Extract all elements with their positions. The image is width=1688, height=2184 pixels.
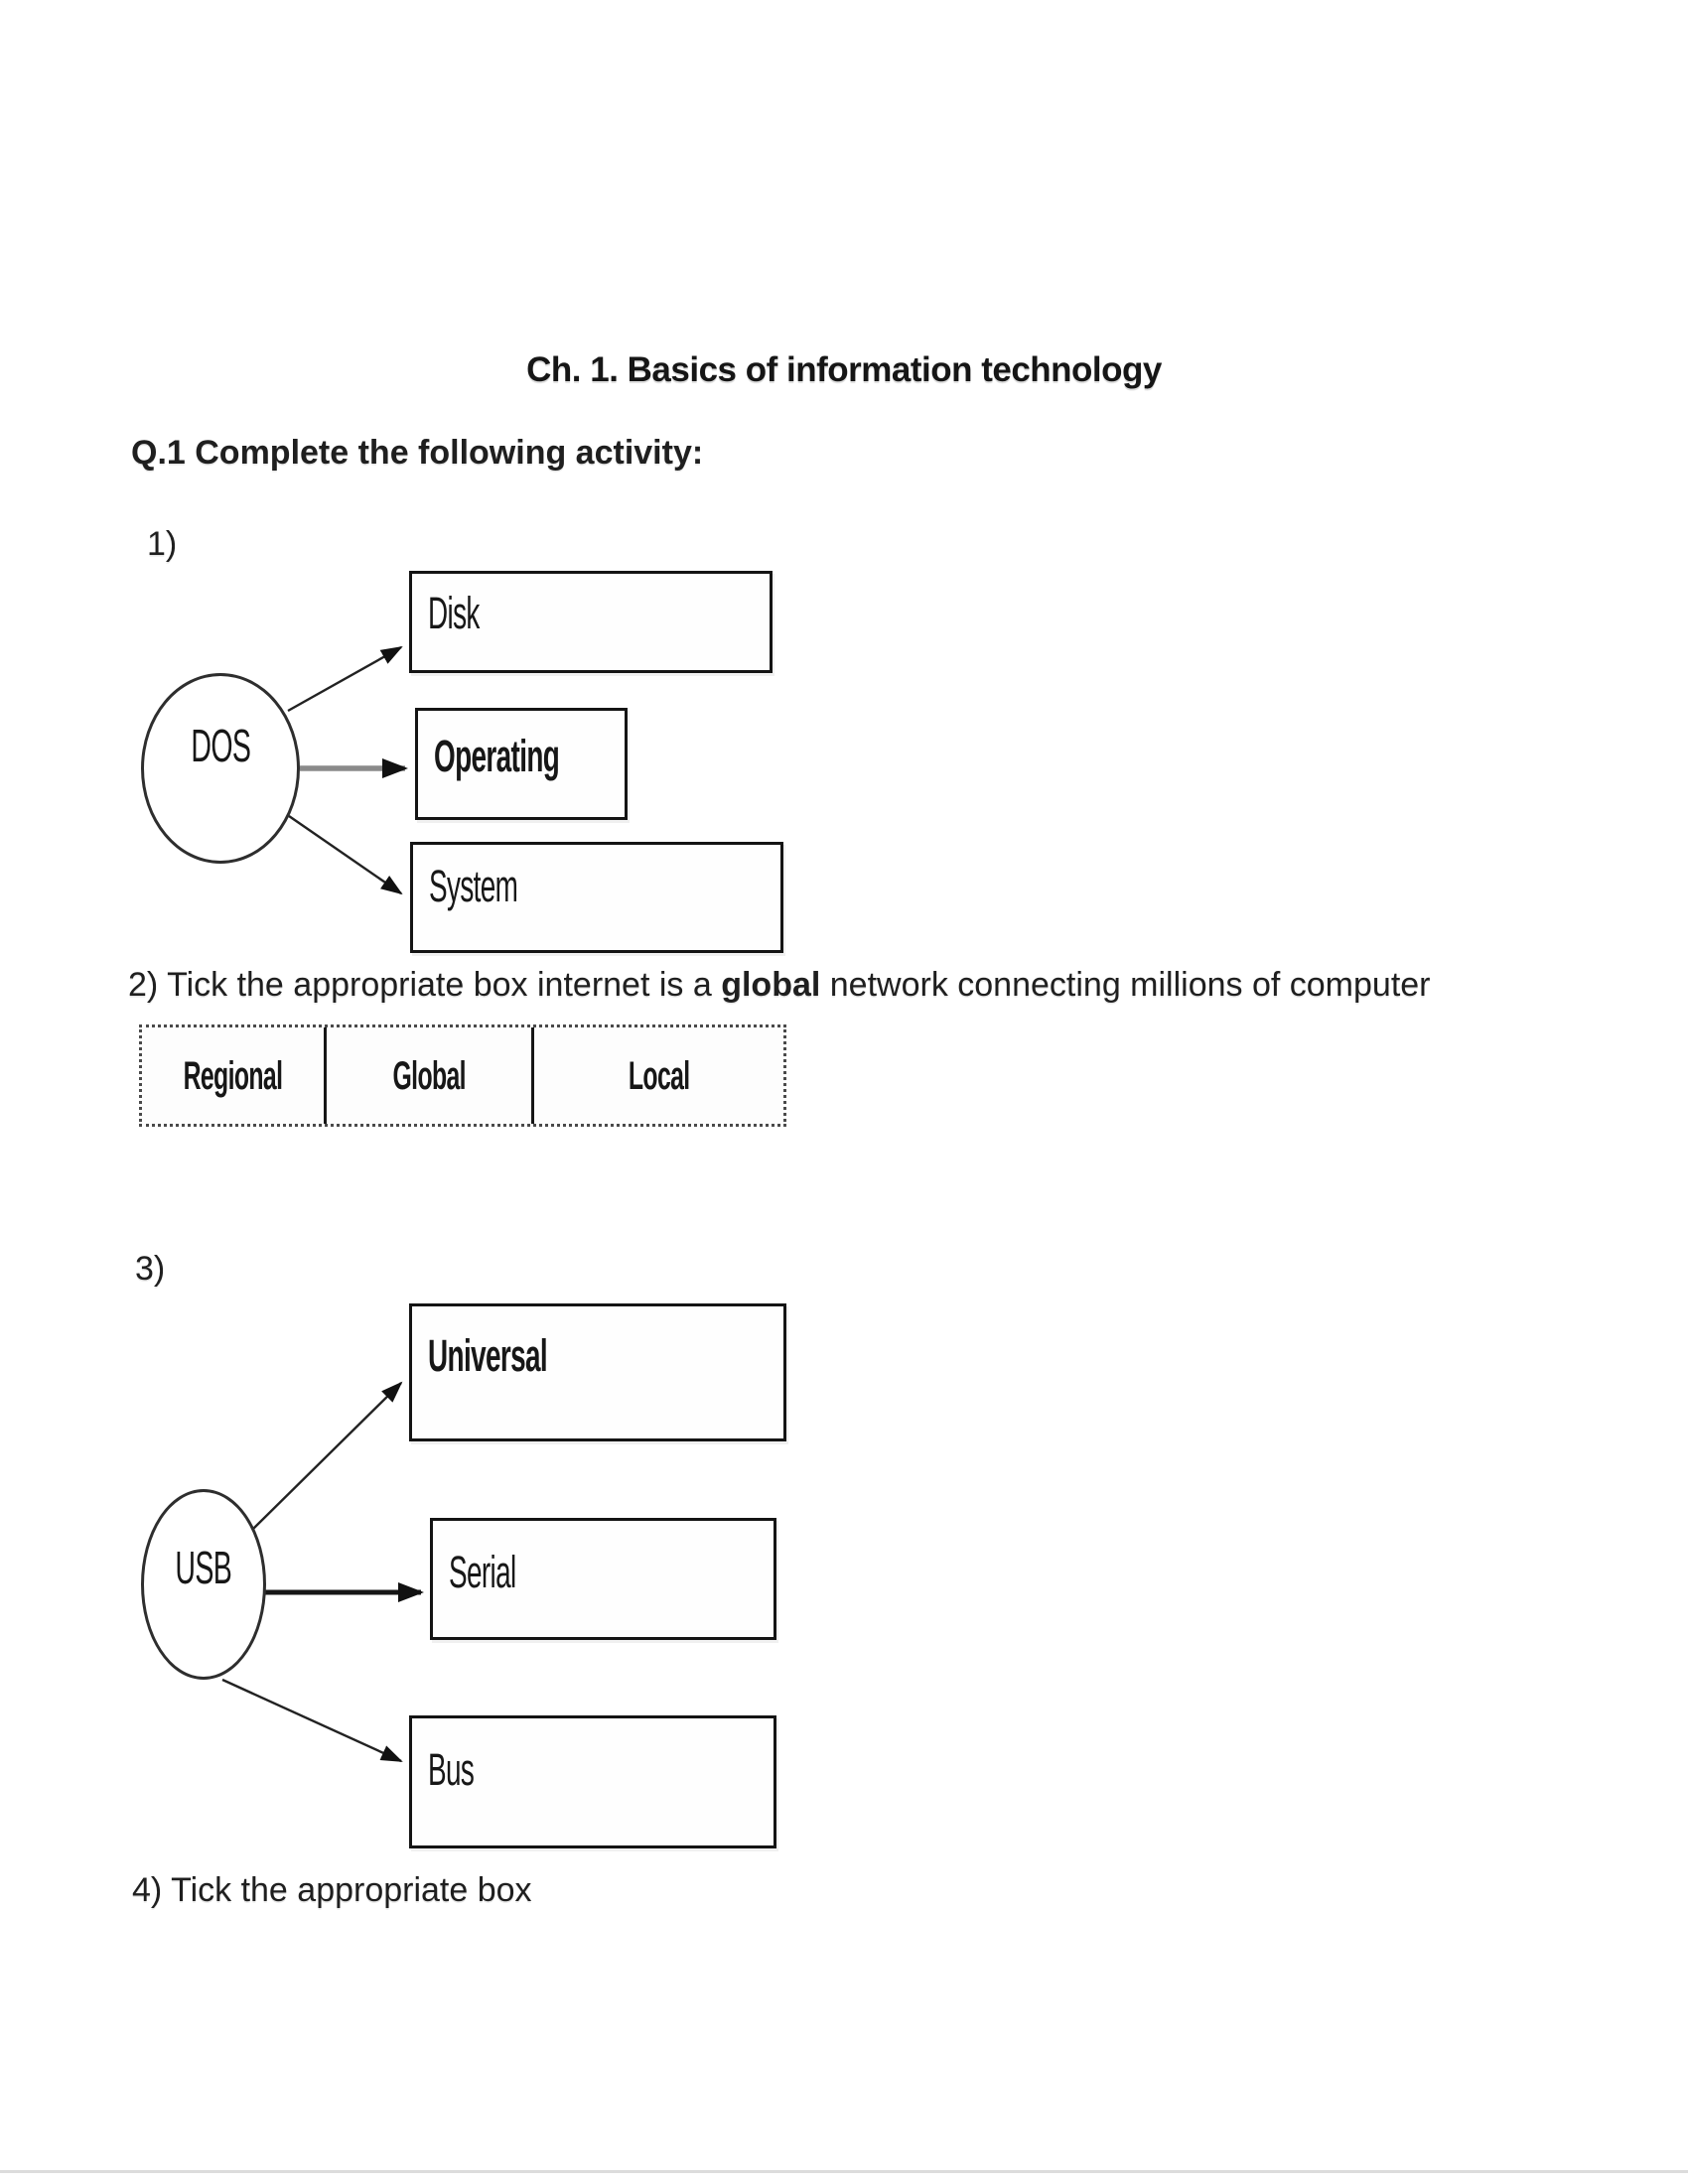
answer-box-serial[interactable]: Serial: [430, 1518, 776, 1640]
option-cell-global-label: Global: [392, 1053, 467, 1098]
arrow-usb-universal: [252, 1381, 403, 1530]
item-2-suffix: network connecting millions of computer: [820, 966, 1431, 1004]
q2-options-table: Regional Global Local: [139, 1024, 786, 1127]
q1-heading: Q.1 Complete the following activity:: [131, 434, 704, 472]
item-3-label: 3): [135, 1250, 166, 1288]
usb-ellipse: USB: [141, 1489, 266, 1680]
answer-box-operating[interactable]: Operating: [415, 708, 628, 820]
option-cell-regional-label: Regional: [183, 1053, 283, 1098]
option-cell-local-label: Local: [628, 1053, 690, 1098]
arrow-dos-system: [288, 815, 403, 895]
item-2-text: 2) Tick the appropriate box internet is …: [128, 965, 1431, 1006]
arrow-dos-disk: [287, 645, 403, 713]
dos-ellipse-label: DOS: [191, 720, 251, 771]
usb-ellipse-label: USB: [175, 1542, 232, 1593]
chapter-title: Ch. 1. Basics of information technology: [526, 350, 1162, 389]
answer-box-universal-label: Universal: [428, 1330, 548, 1381]
item-4-text: 4) Tick the appropriate box: [132, 1871, 532, 1909]
answer-box-universal[interactable]: Universal: [409, 1303, 786, 1441]
option-cell-local[interactable]: Local: [531, 1027, 783, 1124]
item-1-label: 1): [147, 525, 178, 563]
item-2-prefix: 2) Tick the appropriate box internet is …: [128, 966, 722, 1004]
answer-box-disk-label: Disk: [428, 588, 480, 638]
answer-box-serial-label: Serial: [449, 1547, 516, 1597]
page-bottom-scan-line: [0, 2170, 1688, 2173]
answer-box-operating-label: Operating: [434, 731, 560, 781]
answer-box-bus-label: Bus: [428, 1744, 475, 1795]
answer-box-bus[interactable]: Bus: [409, 1715, 776, 1848]
option-cell-global[interactable]: Global: [324, 1027, 531, 1124]
answer-box-system[interactable]: System: [410, 842, 783, 953]
answer-box-system-label: System: [429, 861, 518, 911]
item-2-bold-word: global: [721, 966, 821, 1004]
option-cell-regional[interactable]: Regional: [142, 1027, 324, 1124]
dos-ellipse: DOS: [141, 673, 300, 864]
arrow-usb-bus: [221, 1678, 403, 1763]
answer-box-disk[interactable]: Disk: [409, 571, 773, 673]
